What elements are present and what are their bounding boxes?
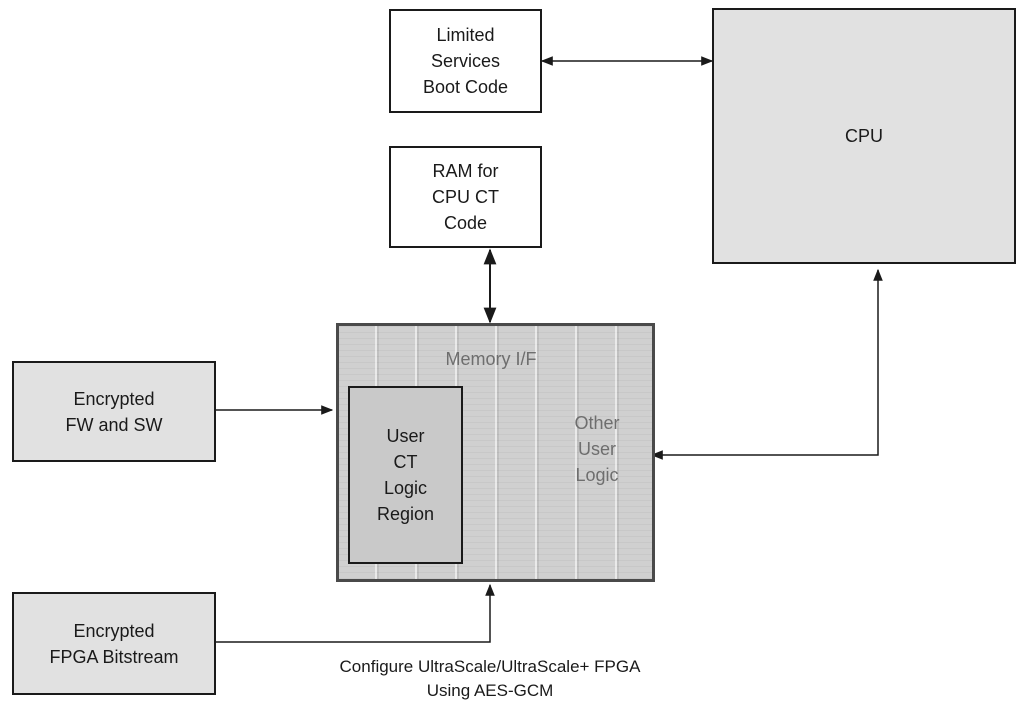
cpu-label: CPU (844, 126, 883, 146)
fw-sw-box: Encrypted FW and SW (12, 361, 216, 462)
bitstream-box: Encrypted FPGA Bitstream (12, 592, 216, 695)
fpga-die: Memory I/F User CT Logic Region Other Us… (336, 323, 655, 582)
ram-box: RAM for CPU CT Code (389, 146, 542, 248)
fw-sw-label: Encrypted FW and SW (65, 388, 163, 435)
boot-code-label: Limited Services Boot Code (422, 25, 509, 97)
bitstream-fpga-connector (216, 583, 495, 643)
other-logic-label: Other User Logic (574, 413, 620, 485)
config-note: Configure UltraScale/UltraScale+ FPGA Us… (339, 657, 641, 700)
user-ct-label: User CT Logic Region (376, 426, 435, 524)
boot-code-box: Limited Services Boot Code (389, 9, 542, 113)
logic-cpu-connector (650, 268, 883, 460)
ram-label: RAM for CPU CT Code (432, 161, 499, 233)
memory-if-label: Memory I/F (445, 349, 537, 369)
cpu-box: CPU (712, 8, 1016, 264)
user-ct-region: User CT Logic Region (348, 386, 463, 564)
bitstream-label: Encrypted FPGA Bitstream (49, 620, 179, 667)
